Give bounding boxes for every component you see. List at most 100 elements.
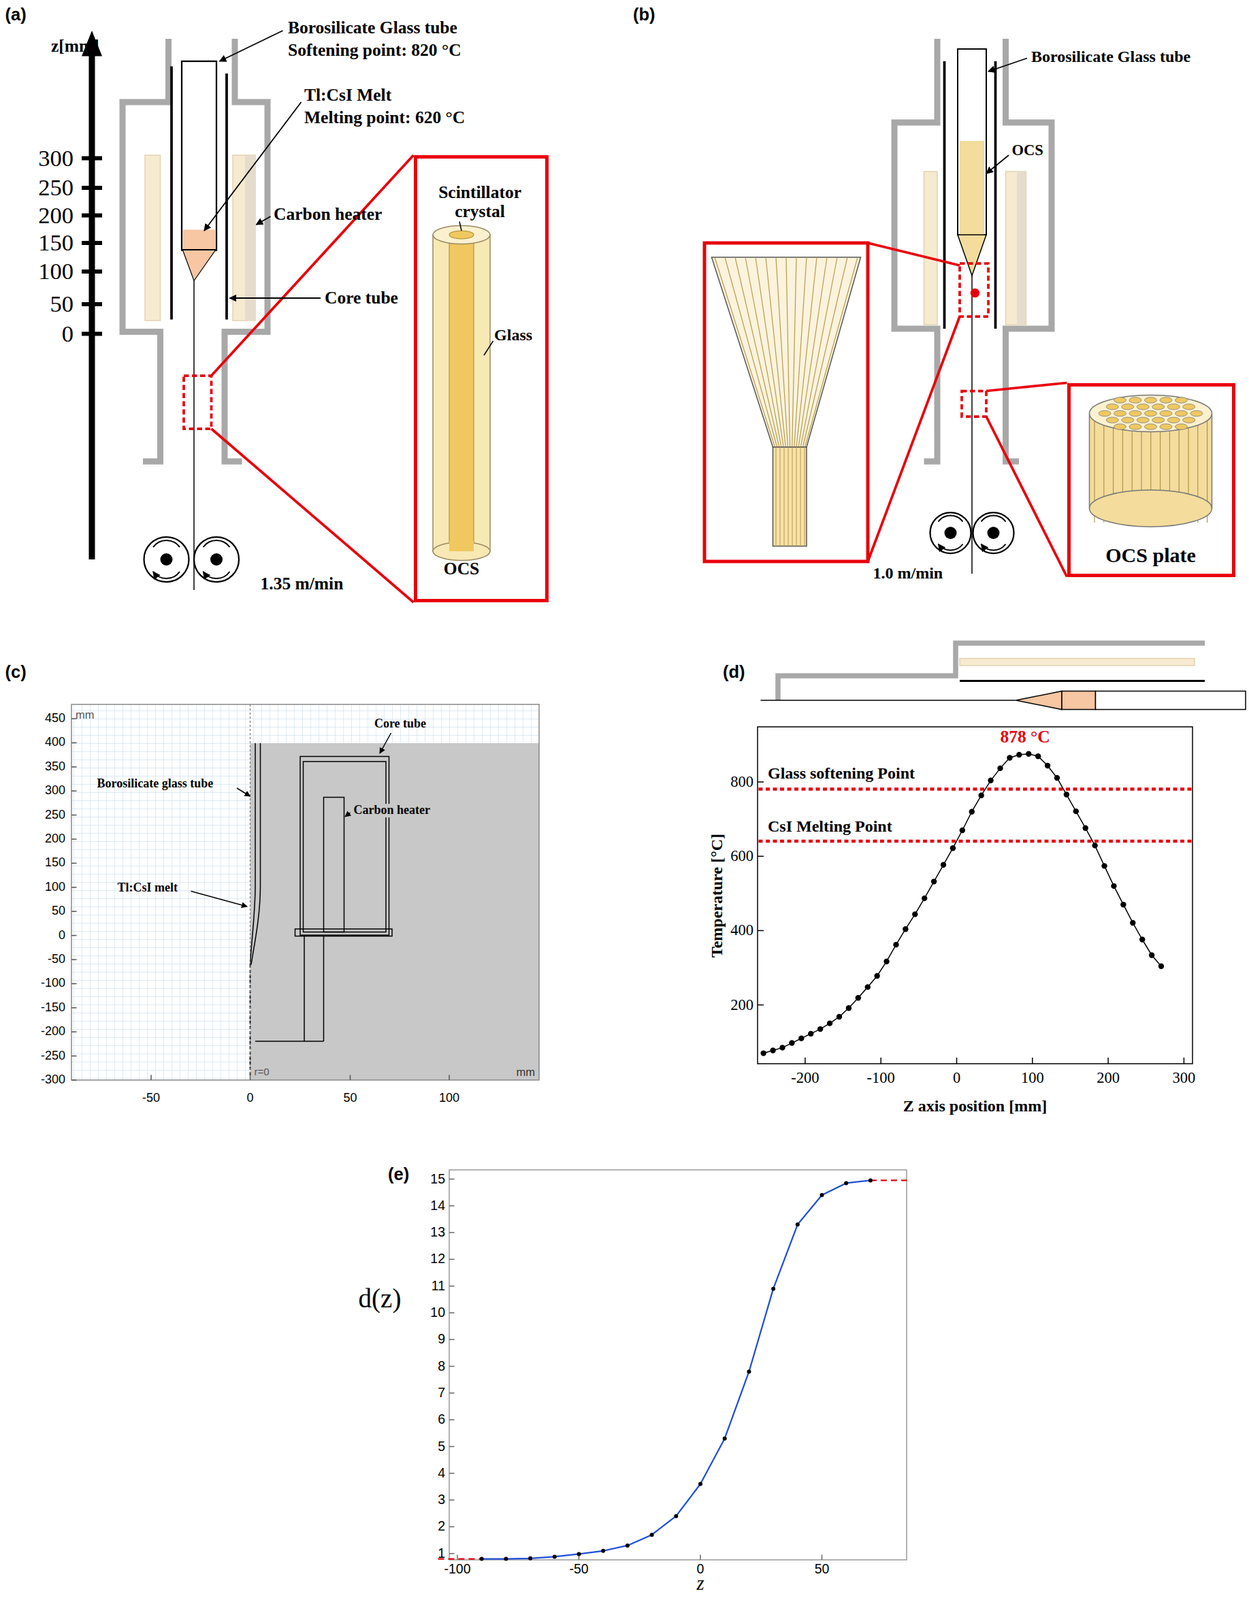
axis-tick xyxy=(71,742,77,744)
tick-label: -50 xyxy=(142,1091,160,1106)
data-point xyxy=(528,1556,533,1561)
panel-b-furnace-part xyxy=(1089,413,1213,510)
data-point xyxy=(902,926,908,932)
data-point xyxy=(650,1532,655,1537)
panel-a-furnace-part-part xyxy=(230,297,322,299)
panel-b-furnace-part xyxy=(959,140,985,235)
tick-label: 100 xyxy=(1020,1069,1045,1088)
panel-b-furnace-part xyxy=(959,263,989,317)
fiber-stroke xyxy=(805,257,858,448)
fiber-end xyxy=(1159,397,1173,403)
tick-label: -50 xyxy=(569,1562,589,1577)
tick-label: 7 xyxy=(437,1385,446,1401)
annotation-label: Z axis position [mm] xyxy=(903,1096,1047,1115)
panel-b-furnace-part xyxy=(924,171,938,325)
tick-label: 10 xyxy=(430,1305,446,1320)
data-point xyxy=(865,984,871,990)
data-point xyxy=(1101,863,1107,869)
roller-part xyxy=(193,537,239,582)
tick-label: -100 xyxy=(443,1562,471,1577)
tick-label: 100 xyxy=(44,880,66,895)
tick-label: 13 xyxy=(430,1225,446,1240)
data-point xyxy=(760,1050,766,1056)
roller-part xyxy=(944,526,957,540)
annotation-label: r=0 xyxy=(254,1066,270,1079)
fiber-end xyxy=(1129,397,1142,403)
roller xyxy=(973,512,1015,554)
panel-c-geometry-part-part xyxy=(345,812,351,817)
panel-c-geometry-part-part xyxy=(295,929,393,937)
tick-label: 300 xyxy=(44,784,66,798)
panel-a-furnace-part xyxy=(183,250,216,282)
axis-tick xyxy=(804,1057,806,1064)
fiber-end xyxy=(1175,424,1188,430)
axis-tick xyxy=(449,1446,455,1448)
axis-tick xyxy=(449,1419,455,1421)
data-point xyxy=(940,862,947,868)
tick-label: -100 xyxy=(40,976,66,991)
fiber-stroke xyxy=(803,447,805,547)
fiber-end xyxy=(1136,404,1149,410)
panel-b-furnace-part xyxy=(773,447,808,547)
data-point xyxy=(1082,825,1089,832)
panel-d-plot-part xyxy=(1061,691,1096,710)
tick-label: 200 xyxy=(1096,1069,1120,1088)
panel-a-furnace-part xyxy=(232,155,256,321)
tick-label: 50 xyxy=(50,291,75,318)
fiber-end xyxy=(1129,410,1142,416)
data-point xyxy=(959,827,966,834)
fiber-end xyxy=(1167,417,1180,423)
axis-tick xyxy=(150,1075,152,1081)
axis-tick xyxy=(449,1392,455,1394)
panel-b-furnace-part xyxy=(894,38,1052,462)
axis-tick xyxy=(449,1205,455,1207)
data-point xyxy=(855,995,862,1001)
data-point xyxy=(1063,791,1070,798)
panel-a-furnace-part-part xyxy=(256,216,271,225)
axis-tick xyxy=(449,1285,455,1288)
fiber-stroke xyxy=(794,257,807,448)
tick-label: 12 xyxy=(430,1252,446,1267)
tick-label: 8 xyxy=(437,1359,446,1374)
axis-tick xyxy=(448,1075,450,1081)
annotation-label: Borosilicate glass tube xyxy=(97,777,214,791)
panel-a-furnace-part-part xyxy=(219,30,284,62)
panel-a-furnace-part xyxy=(193,281,195,591)
data-point xyxy=(1054,775,1060,781)
fiber-end xyxy=(1114,424,1127,430)
axis-tick xyxy=(1031,1057,1034,1064)
annotation-label: Temperature [°C] xyxy=(707,833,726,957)
fiber-end xyxy=(1182,404,1196,410)
data-point xyxy=(826,1020,833,1026)
tick-label: -250 xyxy=(40,1049,66,1064)
fiber-stroke xyxy=(779,447,781,547)
annotation-label: OCS xyxy=(1012,141,1044,159)
axis-tick xyxy=(449,1366,455,1368)
data-point xyxy=(625,1543,630,1548)
data-point xyxy=(1016,752,1022,758)
panel-a-furnace-part xyxy=(245,155,256,321)
fiber-stroke xyxy=(796,257,817,448)
callout-text: OCS plate xyxy=(1105,543,1196,566)
panel-c-geometry-part xyxy=(71,704,540,1081)
axis-tick xyxy=(821,1555,823,1561)
axis-tick xyxy=(449,1526,455,1529)
panel-c-geometry-part xyxy=(191,733,392,907)
axis-tick xyxy=(757,1004,764,1007)
callout-text: Glass xyxy=(494,326,533,344)
diameter-curve xyxy=(481,1180,871,1559)
tick-label: 14 xyxy=(430,1198,446,1213)
annotation-label: (a) xyxy=(5,4,27,24)
tick-label: -200 xyxy=(40,1025,66,1039)
data-point xyxy=(795,1222,800,1227)
annotation-label: (d) xyxy=(722,662,746,682)
data-point xyxy=(577,1551,582,1556)
panel-d-plot-part xyxy=(760,699,1017,702)
data-point xyxy=(746,1369,751,1374)
panel-a-furnace-part xyxy=(81,158,103,335)
data-point xyxy=(950,845,956,851)
roller xyxy=(193,537,239,582)
axis-tick xyxy=(71,935,77,937)
